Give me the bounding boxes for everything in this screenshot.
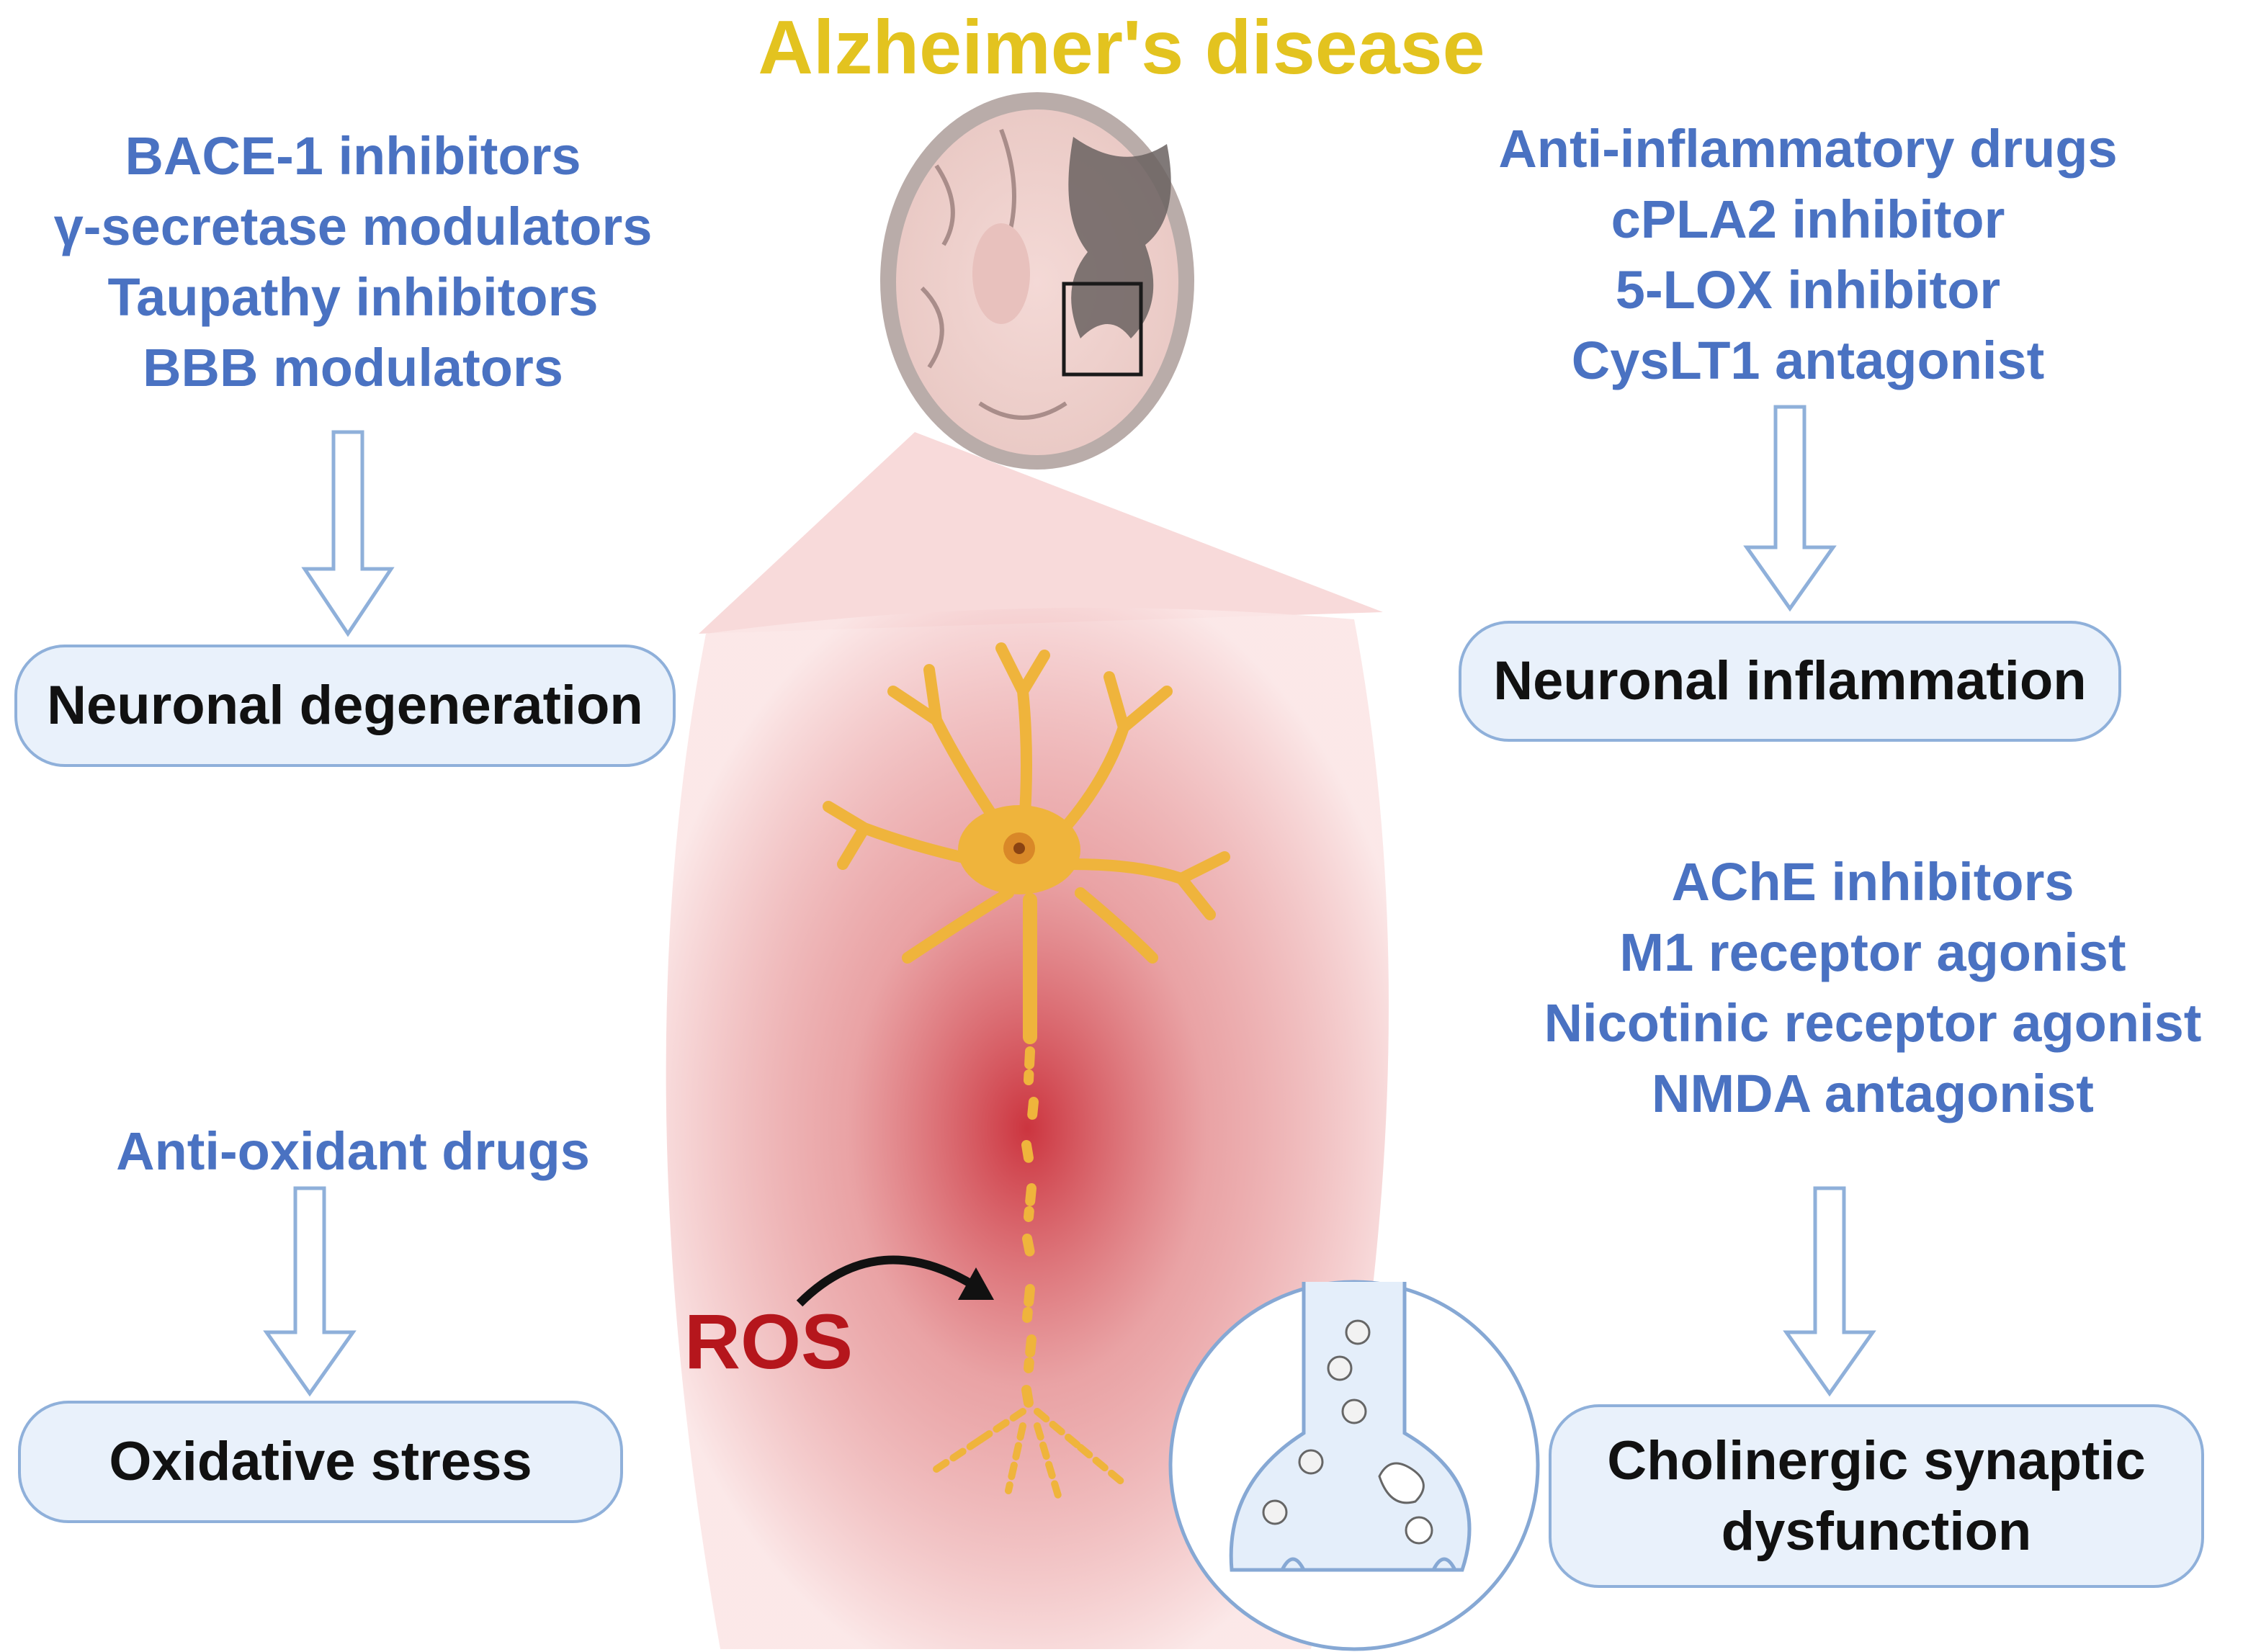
outcome-box-oxidative-stress: Oxidative stress bbox=[18, 1401, 623, 1523]
drug-item: cPLA2 inhibitor bbox=[1611, 189, 2005, 249]
outcome-box-neuronal-degeneration: Neuronal degeneration bbox=[14, 645, 676, 767]
brain-illustration bbox=[880, 92, 1194, 470]
drug-item: M1 receptor agonist bbox=[1619, 922, 2126, 982]
outcome-label: Neuronal degeneration bbox=[47, 675, 643, 736]
drug-item: BBB modulators bbox=[143, 338, 563, 398]
zoom-box bbox=[1062, 282, 1143, 377]
drug-list-bottom-right: AChE inhibitors M1 receptor agonist Nico… bbox=[1491, 847, 2243, 1129]
arrow-top-right bbox=[1743, 405, 1837, 612]
ros-label: ROS bbox=[684, 1298, 854, 1385]
page-title: Alzheimer's disease bbox=[758, 5, 1485, 90]
drug-item: NMDA antagonist bbox=[1652, 1064, 2094, 1123]
outcome-label: Oxidative stress bbox=[109, 1431, 532, 1492]
drug-item: Anti-inflammatory drugs bbox=[1498, 119, 2118, 179]
ros-arrow bbox=[796, 1255, 982, 1307]
drug-list-top-left: BACE-1 inhibitors γ-secretase modulators… bbox=[29, 121, 677, 403]
synapse-illustration bbox=[1168, 1280, 1540, 1651]
outcome-label-line1: Cholinergic synaptic bbox=[1607, 1429, 2146, 1491]
drug-item: CysLT1 antagonist bbox=[1571, 331, 2045, 390]
drug-item: Taupathy inhibitors bbox=[107, 267, 599, 327]
drug-item: γ-secretase modulators bbox=[53, 197, 653, 256]
outcome-label: Neuronal inflammation bbox=[1493, 650, 2087, 711]
drug-item: Nicotinic receptor agonist bbox=[1544, 993, 2202, 1053]
arrow-bottom-left bbox=[263, 1186, 357, 1397]
neuron-illustration bbox=[823, 642, 1230, 1501]
arrow-top-left bbox=[301, 430, 395, 637]
outcome-box-cholinergic-dysfunction: Cholinergic synaptic dysfunction bbox=[1549, 1404, 2204, 1588]
drug-item: 5-LOX inhibitor bbox=[1615, 260, 2001, 320]
arrow-bottom-right bbox=[1783, 1186, 1876, 1397]
drug-list-bottom-left: Anti-oxidant drugs bbox=[29, 1116, 677, 1187]
drug-item: BACE-1 inhibitors bbox=[125, 126, 581, 186]
outcome-label-line2: dysfunction bbox=[1721, 1500, 2032, 1562]
drug-item: Anti-oxidant drugs bbox=[116, 1121, 590, 1181]
arrows bbox=[263, 405, 1876, 1397]
outcome-box-neuronal-inflammation: Neuronal inflammation bbox=[1459, 621, 2121, 742]
drug-item: AChE inhibitors bbox=[1671, 852, 2074, 912]
drug-list-top-right: Anti-inflammatory drugs cPLA2 inhibitor … bbox=[1448, 114, 2168, 396]
zoom-cone bbox=[699, 432, 1383, 634]
